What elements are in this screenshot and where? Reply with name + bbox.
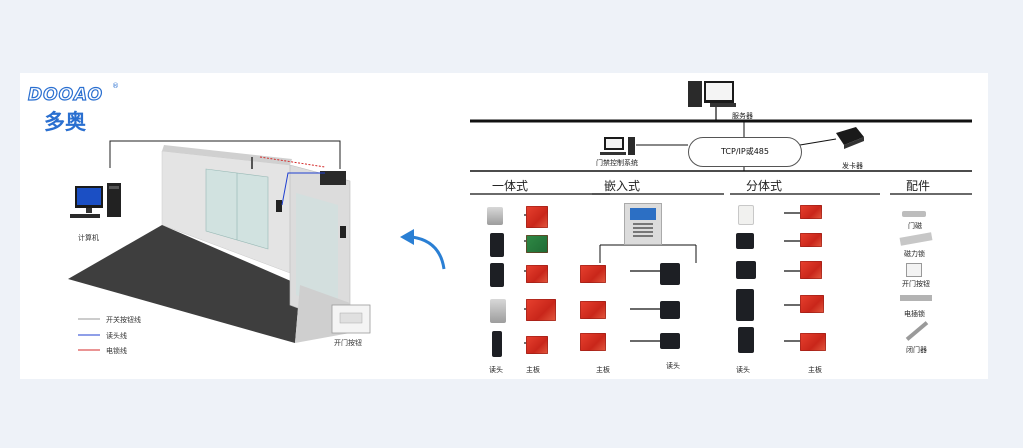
accessory-label-1: 门磁 [908,222,922,230]
access-system-label: 门禁控制系统 [596,159,638,167]
integrated-reader-1 [487,207,503,225]
registered-mark: ® [112,82,119,90]
split-board-4 [800,295,824,313]
floor [68,225,300,343]
server-icon [688,81,736,107]
embedded-reader-2 [660,301,680,319]
embedded-board-caption: 主板 [596,366,610,374]
accessory-label-2: 磁力锁 [904,250,925,258]
split-reader-1 [738,205,754,225]
split-board-3 [800,261,822,279]
exit-button-label: 开门按钮 [334,339,362,347]
split-board-1 [800,205,822,219]
computer-cable [109,140,341,169]
card-issuer-icon [836,127,864,149]
embedded-reader-caption: 读头 [666,362,680,370]
diagram-panel: DOOAO ® 多奥 [20,73,988,379]
embedded-board-3 [580,333,606,351]
curved-arrow-icon [400,229,446,270]
category-embedded: 嵌入式 [604,179,641,193]
integrated-board-5 [526,336,548,354]
computer-label: 计算机 [78,234,99,242]
category-split: 分体式 [746,179,783,193]
legend-label-reader: 读头线 [106,332,127,340]
legend-label-lock: 电锁线 [106,347,127,355]
accessory-label-3: 开门按钮 [902,280,930,288]
split-board-5 [800,333,826,351]
bus-cloud: TCP/IP或485 [688,137,802,167]
reader-wire [281,172,325,206]
server-label: 服务器 [732,112,753,120]
embedded-board-2 [580,301,606,319]
integrated-reader-3 [490,263,504,287]
split-board-caption: 主板 [808,366,822,374]
category-accessories: 配件 [906,179,931,193]
card-issuer-label: 发卡器 [842,162,863,170]
wall-reader-1 [276,200,282,212]
legend-label-button: 开关按钮线 [106,316,141,324]
integrated-board-4 [526,299,556,321]
split-board-2 [800,233,822,247]
brand-wordmark: DOOAO [27,84,104,105]
integrated-board-1 [526,206,548,228]
room-illustration [68,140,371,351]
category-integrated: 一体式 [492,179,529,193]
integrated-reader-2 [490,233,504,257]
integrated-board-caption: 主板 [526,366,540,374]
embedded-reader-3 [660,333,680,349]
accessory-exit-button [906,263,922,277]
embedded-reader-1 [660,263,680,285]
computer-icon [70,183,121,218]
split-reader-2 [736,233,754,249]
integrated-reader-4 [490,299,506,323]
split-reader-4 [736,289,754,321]
controller-box [320,171,346,185]
embedded-board-1 [580,265,606,283]
integrated-reader-5 [492,331,502,357]
integrated-board-3 [526,265,548,283]
split-reader-caption: 读头 [736,366,750,374]
brand-name-cn: 多奥 [44,110,86,134]
lock-wire [259,156,326,168]
accessory-bolt-lock [900,295,932,301]
integrated-board-2 [526,235,548,253]
topology-diagram [470,81,972,344]
split-reader-3 [736,261,756,279]
access-system-icon [600,137,635,155]
accessory-label-4: 电插锁 [904,310,925,318]
split-reader-5 [738,327,754,353]
accessory-door-sensor [902,211,926,217]
wall-reader-2 [340,226,346,238]
integrated-reader-caption: 读头 [489,366,503,374]
accessory-label-5: 闭门器 [906,346,927,354]
embedded-panel-device [624,203,662,245]
